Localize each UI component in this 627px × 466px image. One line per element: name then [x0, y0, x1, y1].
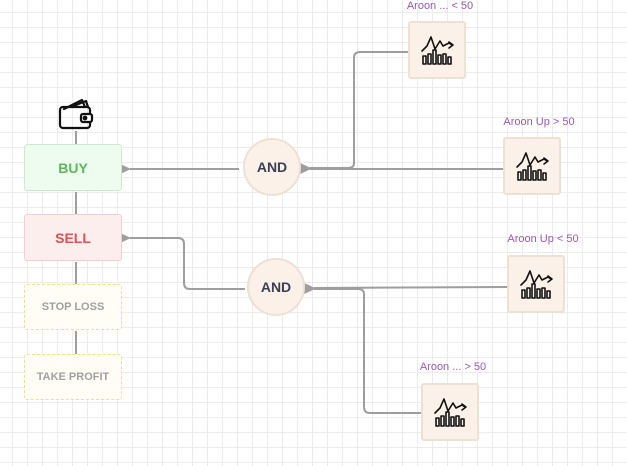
- stop-loss-node[interactable]: STOP LOSS: [24, 284, 122, 330]
- indicator-chart-icon: [421, 36, 454, 65]
- indicator-label: Aroon ... > 50: [419, 361, 487, 373]
- take-profit-node[interactable]: TAKE PROFIT: [24, 354, 122, 400]
- and-bottom-to-sell-wire: [118, 232, 245, 290]
- buy-node[interactable]: BUY: [24, 144, 122, 191]
- indicator-node-aroon-up-lt-50[interactable]: [507, 255, 565, 313]
- indicator-chart-icon: [520, 270, 553, 299]
- ind3-to-and-bottom-wire: [301, 282, 508, 295]
- indicator-node-aroon-down-lt-50[interactable]: [408, 21, 466, 79]
- wallet-icon: [58, 98, 94, 130]
- sell-node[interactable]: SELL: [24, 214, 122, 261]
- ind1-to-and-top-wire: [298, 51, 408, 174]
- and-operator-bottom[interactable]: AND: [247, 258, 305, 316]
- indicator-label: Aroon Up > 50: [503, 116, 575, 128]
- and-operator-top[interactable]: AND: [243, 138, 301, 196]
- indicator-chart-icon: [434, 398, 467, 427]
- indicator-label: Aroon Up < 50: [507, 233, 579, 245]
- indicator-chart-icon: [516, 152, 549, 181]
- indicator-label: Aroon ... < 50: [406, 0, 474, 12]
- indicator-node-aroon-up-gt-50[interactable]: [503, 137, 561, 195]
- indicator-node-aroon-down-gt-50[interactable]: [421, 383, 479, 441]
- ind4-to-and-bottom-wire: [302, 283, 421, 414]
